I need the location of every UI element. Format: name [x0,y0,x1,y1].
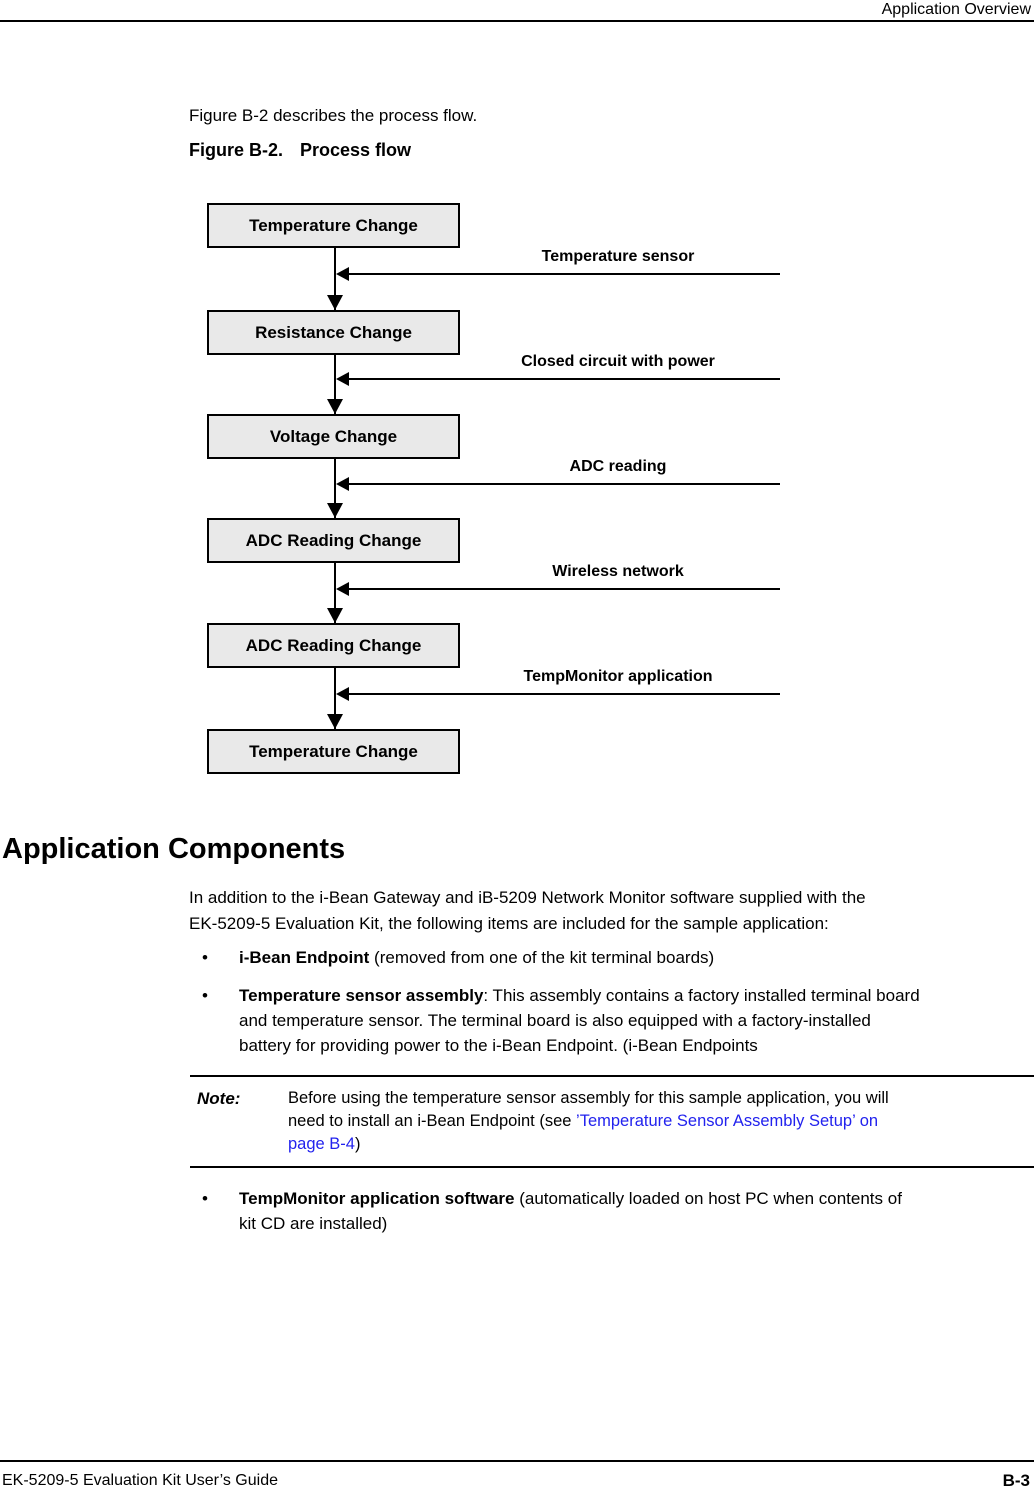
note-rule-bottom [190,1166,1034,1168]
flow-connector-line [334,355,336,414]
flow-box-label: Resistance Change [255,322,412,342]
flow-box-label: ADC Reading Change [245,530,422,550]
flow-connector-line [334,459,336,518]
bullet-line: battery for providing power to the i-Bea… [239,1036,758,1055]
intro-text: Figure B-2 describes the process flow. [189,106,478,125]
arrow-label-adc-reading: ADC reading [569,458,667,475]
bullet-item-temperature-sensor-assembly: Temperature sensor assembly: This assemb… [202,983,920,1058]
down-arrow-icon [327,608,343,623]
bullet-regular-text: (automatically loaded on host PC when co… [514,1189,902,1208]
down-arrow-icon [327,714,343,729]
flow-connector-line [334,563,336,623]
figure-caption: Figure B-2. Process flow [189,140,411,161]
down-arrow-icon [327,503,343,518]
paragraph-line: EK-5209-5 Evaluation Kit, the following … [189,914,829,933]
footer-rule [0,1460,1034,1462]
bullet-regular-text: : This assembly contains a factory insta… [483,986,920,1005]
flow-connector-line [334,248,336,310]
arrow-label-tempmonitor-application: TempMonitor application [523,668,713,685]
flow-input-line [348,483,780,485]
paragraph-line: In addition to the i-Bean Gateway and iB… [189,888,866,907]
left-arrow-icon [336,687,349,701]
cross-reference-link[interactable]: ’Temperature Sensor Assembly Setup’ on [576,1112,879,1130]
bullet-regular-text: (removed from one of the kit terminal bo… [369,948,715,967]
note-line: Before using the temperature sensor asse… [288,1089,889,1107]
flow-box-label: ADC Reading Change [245,635,422,655]
flow-input-line [348,693,780,695]
flow-box-label: Temperature Change [249,215,418,235]
arrow-label-temperature-sensor: Temperature sensor [541,248,695,265]
left-arrow-icon [336,582,349,596]
header-rule [0,20,1034,22]
flow-box-voltage-change: Voltage Change [207,414,460,459]
note-label: Note: [197,1089,241,1108]
left-arrow-icon [336,477,349,491]
flow-box-label: Voltage Change [269,426,398,446]
figure-caption-label: Figure B-2. [189,140,284,160]
down-arrow-icon [327,399,343,414]
flow-input-line [348,378,780,380]
note-line: need to install an i-Bean Endpoint (see … [288,1110,1034,1133]
flow-input-line [348,588,780,590]
arrow-label-wireless-network: Wireless network [552,563,684,580]
figure-caption-title: Process flow [300,140,412,160]
section-heading: Application Components [2,833,346,865]
flow-box-adc-reading-change-1: ADC Reading Change [207,518,460,563]
cross-reference-link[interactable]: page B-4 [288,1135,355,1153]
down-arrow-icon [327,295,343,310]
note-text: Before using the temperature sensor asse… [288,1087,1034,1156]
flow-box-temperature-change-1: Temperature Change [207,203,460,248]
bullet-line: and temperature sensor. The terminal boa… [239,1011,871,1030]
flow-box-resistance-change: Resistance Change [207,310,460,355]
left-arrow-icon [336,372,349,386]
flow-connector-line [334,668,336,729]
bullet-line: i-Bean Endpoint (removed from one of the… [239,945,714,970]
bullet-bold-text: Temperature sensor assembly [239,986,484,1005]
bullet-item-ibean-endpoint: i-Bean Endpoint (removed from one of the… [202,945,714,970]
bullet-line: Temperature sensor assembly: This assemb… [239,983,920,1008]
bullet-line: kit CD are installed) [239,1214,388,1233]
note-regular-text: ) [354,1135,361,1153]
note-line: page B-4) [288,1133,1034,1156]
flow-box-adc-reading-change-2: ADC Reading Change [207,623,460,668]
footer-page-number: B-3 [1002,1471,1030,1490]
header-title: Application Overview [881,1,1031,18]
note-regular-text: need to install an i-Bean Endpoint (see [288,1112,577,1130]
note-rule-top [190,1075,1034,1077]
bullet-bold-text: TempMonitor application software [239,1189,515,1208]
flow-box-temperature-change-2: Temperature Change [207,729,460,774]
section-paragraph: In addition to the i-Bean Gateway and iB… [189,885,866,937]
left-arrow-icon [336,267,349,281]
bullet-bold-text: i-Bean Endpoint [239,948,370,967]
footer-document-title: EK-5209-5 Evaluation Kit User’s Guide [2,1472,278,1489]
arrow-label-closed-circuit: Closed circuit with power [521,353,715,370]
flow-input-line [348,273,780,275]
bullet-line: TempMonitor application software (automa… [239,1186,902,1211]
bullet-item-tempmonitor-software: TempMonitor application software (automa… [202,1186,902,1236]
flow-box-label: Temperature Change [249,741,418,761]
